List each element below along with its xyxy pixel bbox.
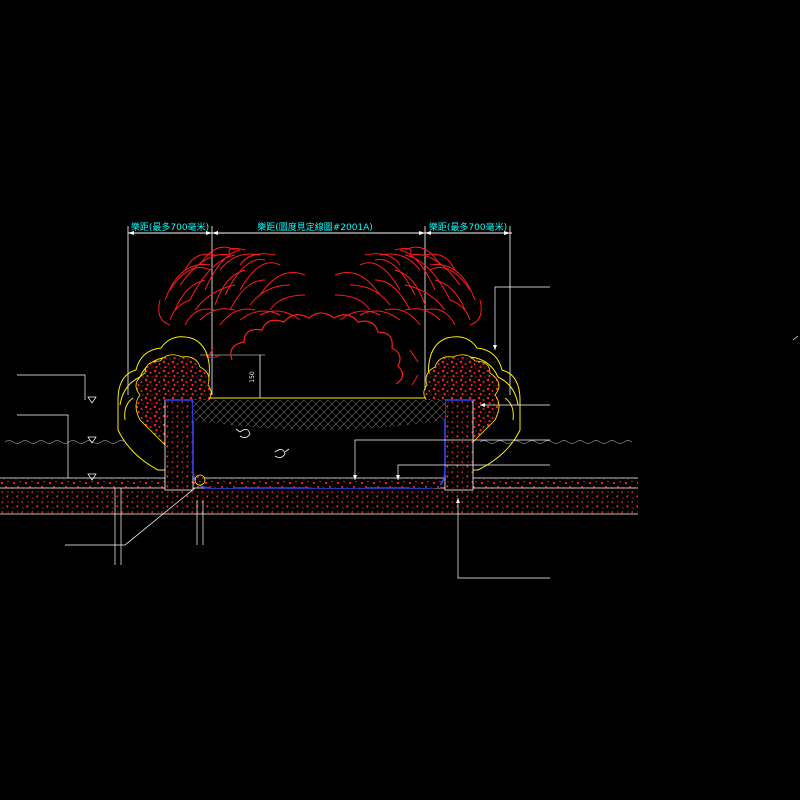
gravel-patch-center bbox=[310, 482, 365, 488]
dimension-label-center: 樂距(圖度見定線圖#2001A) bbox=[257, 221, 373, 233]
level-markers bbox=[87, 396, 97, 481]
fish-symbols bbox=[235, 428, 290, 458]
leader-lines bbox=[17, 286, 799, 579]
drain-fitting bbox=[194, 474, 206, 486]
depth-dimension: 150 bbox=[200, 354, 265, 398]
reed-planting bbox=[158, 246, 482, 386]
wall-right bbox=[444, 399, 474, 491]
water-level-lines bbox=[4, 440, 633, 444]
gravel-patch-right bbox=[410, 482, 440, 488]
dimension-label-left: 樂距(最多700毫米) bbox=[131, 221, 209, 233]
concrete-base bbox=[0, 488, 638, 514]
gravel-patch-left bbox=[210, 482, 235, 488]
dimension-label-right: 樂距(最多700毫米) bbox=[429, 221, 507, 233]
wall-left bbox=[164, 399, 194, 491]
depth-dimension-label: 150 bbox=[249, 371, 256, 383]
pond-walls bbox=[164, 399, 474, 491]
dimension-group: 樂距(最多700毫米) 樂距(圖度見定線圖#2001A) 樂距(最多700毫米) bbox=[127, 221, 512, 395]
planting-soil bbox=[193, 400, 445, 430]
